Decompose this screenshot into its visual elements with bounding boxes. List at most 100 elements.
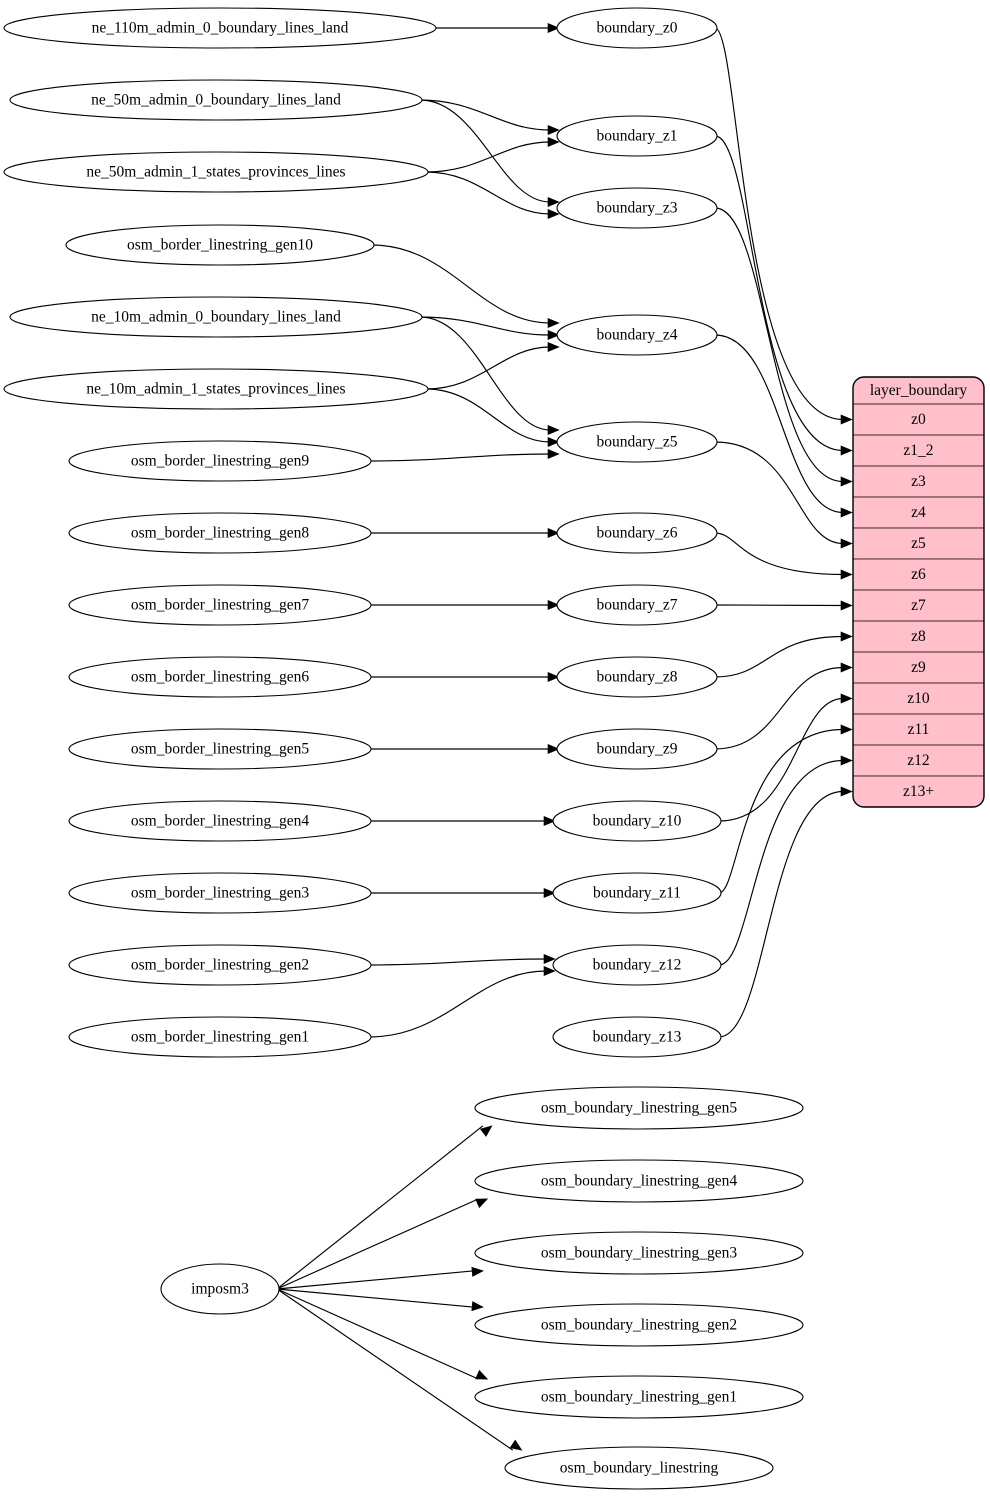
edge-imposm3-to-osm-boundary-linestring-gen5	[276, 1125, 484, 1290]
table-row-label-z10: z10	[907, 690, 930, 707]
edge-boundary-z12-to-row-z12	[718, 759, 844, 966]
node-osm-border-linestring-gen5[interactable]: osm_border_linestring_gen5	[68, 728, 372, 770]
node-osm-boundary-linestring-gen1[interactable]: osm_boundary_linestring_gen1	[474, 1375, 804, 1419]
edge-boundary-z11-to-row-z11	[718, 728, 844, 894]
table-row-z11[interactable]	[853, 713, 984, 746]
node-boundary-z11[interactable]: boundary_z11	[552, 872, 722, 914]
table-row-label-z11: z11	[908, 721, 930, 738]
table-row-z9[interactable]	[853, 651, 984, 684]
table-row-z1-2[interactable]	[853, 434, 984, 467]
node-osm-border-linestring-gen1[interactable]: osm_border_linestring_gen1	[68, 1016, 372, 1058]
node-label: osm_border_linestring_gen4	[131, 813, 309, 830]
ellipse-shape	[552, 872, 722, 914]
table-row-label-z9: z9	[911, 659, 926, 676]
node-boundary-z6[interactable]: boundary_z6	[556, 512, 718, 554]
node-boundary-z7[interactable]: boundary_z7	[556, 584, 718, 626]
table-row-z3[interactable]	[853, 465, 984, 498]
edge-boundary-z1-to-row-z1-2-arrow-icon	[840, 445, 853, 456]
node-osm-border-linestring-gen6[interactable]: osm_border_linestring_gen6	[68, 656, 372, 698]
node-osm-border-linestring-gen4[interactable]: osm_border_linestring_gen4	[68, 800, 372, 842]
edge-imposm3-to-osm-boundary-linestring-gen1-arrow-icon	[475, 1369, 489, 1380]
node-osm-border-linestring-gen3[interactable]: osm_border_linestring_gen3	[68, 872, 372, 914]
table-row-z13[interactable]	[853, 775, 984, 807]
node-osm-border-linestring-gen7[interactable]: osm_border_linestring_gen7	[68, 584, 372, 626]
ellipse-shape	[68, 512, 372, 554]
node-ne-110m-admin-0-boundary-lines-land[interactable]: ne_110m_admin_0_boundary_lines_land	[3, 7, 437, 49]
edge-ne-50m-admin-0-boundary-lines-land-to-boundary-z3-arrow-icon	[547, 196, 560, 208]
node-boundary-z13[interactable]: boundary_z13	[552, 1016, 722, 1058]
node-boundary-z10[interactable]: boundary_z10	[552, 800, 722, 842]
edge-boundary-z6-to-row-z6	[714, 532, 844, 576]
edge-ne-50m-admin-1-states-provinces-lines-to-boundary-z1-arrow-icon	[547, 136, 560, 148]
table-row-label-z7: z7	[911, 597, 926, 614]
edge-imposm3-to-osm-boundary-linestring-gen1	[276, 1288, 479, 1380]
node-ne-50m-admin-1-states-provinces-lines[interactable]: ne_50m_admin_1_states_provinces_lines	[3, 151, 429, 193]
edge-boundary-z0-to-row-z0-arrow-icon	[840, 414, 853, 425]
table-row-z0[interactable]	[853, 403, 984, 436]
ellipse-shape	[556, 656, 718, 698]
node-imposm3[interactable]: imposm3	[160, 1263, 280, 1315]
node-boundary-z8[interactable]: boundary_z8	[556, 656, 718, 698]
node-osm-boundary-linestring-gen5[interactable]: osm_boundary_linestring_gen5	[474, 1086, 804, 1130]
ellipse-shape	[474, 1159, 804, 1203]
edge-boundary-z13-to-row-z13-arrow-icon	[840, 786, 853, 797]
table-row-label-z6: z6	[911, 566, 926, 583]
ellipse-shape	[9, 296, 423, 338]
node-osm-border-linestring-gen2[interactable]: osm_border_linestring_gen2	[68, 944, 372, 986]
edge-boundary-z12-to-row-z12-arrow-icon	[840, 755, 853, 766]
node-boundary-z3[interactable]: boundary_z3	[556, 187, 718, 229]
node-osm-boundary-linestring-gen3[interactable]: osm_boundary_linestring_gen3	[474, 1231, 804, 1275]
ellipse-shape	[68, 800, 372, 842]
edge-osm-border-linestring-gen7-to-boundary-z7-arrow-icon	[547, 599, 560, 611]
node-label: osm_border_linestring_gen9	[131, 453, 309, 470]
edge-ne-50m-admin-0-boundary-lines-land-to-boundary-z3	[419, 99, 551, 203]
node-osm-boundary-linestring-gen2[interactable]: osm_boundary_linestring_gen2	[474, 1303, 804, 1347]
node-osm-border-linestring-gen10[interactable]: osm_border_linestring_gen10	[65, 224, 375, 266]
table-row-z4[interactable]	[853, 496, 984, 529]
node-boundary-z12[interactable]: boundary_z12	[552, 944, 722, 986]
edge-imposm3-to-osm-boundary-linestring-gen4-arrow-icon	[475, 1198, 489, 1209]
node-boundary-z9[interactable]: boundary_z9	[556, 728, 718, 770]
edge-imposm3-to-osm-boundary-linestring-arrow-icon	[509, 1439, 523, 1451]
node-label: boundary_z12	[593, 957, 682, 974]
ellipse-shape	[474, 1086, 804, 1130]
edge-osm-border-linestring-gen10-to-boundary-z4	[371, 244, 551, 324]
edge-ne-10m-admin-0-boundary-lines-land-to-boundary-z5-arrow-icon	[547, 424, 560, 436]
node-boundary-z5[interactable]: boundary_z5	[556, 421, 718, 463]
node-ne-50m-admin-0-boundary-lines-land[interactable]: ne_50m_admin_0_boundary_lines_land	[9, 79, 423, 121]
node-label: boundary_z9	[597, 741, 678, 758]
node-osm-boundary-linestring[interactable]: osm_boundary_linestring	[504, 1446, 774, 1490]
edge-osm-border-linestring-gen8-to-boundary-z6-arrow-icon	[547, 527, 560, 539]
ellipse-shape	[556, 187, 718, 229]
node-ne-10m-admin-1-states-provinces-lines[interactable]: ne_10m_admin_1_states_provinces_lines	[3, 368, 429, 410]
node-osm-boundary-linestring-gen4[interactable]: osm_boundary_linestring_gen4	[474, 1159, 804, 1203]
node-ne-10m-admin-0-boundary-lines-land[interactable]: ne_10m_admin_0_boundary_lines_land	[9, 296, 423, 338]
node-osm-border-linestring-gen9[interactable]: osm_border_linestring_gen9	[68, 440, 372, 482]
nodes-layer: ne_110m_admin_0_boundary_lines_land ne_50…	[3, 7, 804, 1490]
node-label: boundary_z7	[597, 597, 678, 614]
table-row-label-z13: z13+	[903, 783, 934, 800]
edge-boundary-z11-to-row-z11-arrow-icon	[840, 724, 853, 735]
node-label: ne_50m_admin_1_states_provinces_lines	[86, 164, 345, 181]
table-body: layer_boundaryz0z1_2z3z4z5z6z7z8z9z10z11…	[853, 377, 984, 807]
ellipse-shape	[3, 368, 429, 410]
node-osm-border-linestring-gen8[interactable]: osm_border_linestring_gen8	[68, 512, 372, 554]
node-label: boundary_z5	[597, 434, 678, 451]
edge-ne-110m-admin-0-boundary-lines-land-to-boundary-z0-arrow-icon	[547, 22, 560, 34]
ellipse-shape	[556, 584, 718, 626]
node-label: boundary_z6	[597, 525, 678, 542]
edge-boundary-z7-to-row-z7-arrow-icon	[840, 600, 853, 611]
ellipse-shape	[68, 584, 372, 626]
node-label: osm_boundary_linestring_gen3	[541, 1245, 738, 1262]
table-row-z12[interactable]	[853, 744, 984, 777]
node-boundary-z0[interactable]: boundary_z0	[556, 7, 718, 49]
ellipse-shape	[552, 800, 722, 842]
node-boundary-z4[interactable]: boundary_z4	[556, 314, 718, 356]
edges-layer	[276, 22, 853, 1451]
node-boundary-z1[interactable]: boundary_z1	[556, 115, 718, 157]
edge-boundary-z7-to-row-z7	[714, 604, 844, 607]
node-label: boundary_z8	[597, 669, 678, 686]
node-label: boundary_z4	[597, 327, 678, 344]
ellipse-shape	[3, 151, 429, 193]
